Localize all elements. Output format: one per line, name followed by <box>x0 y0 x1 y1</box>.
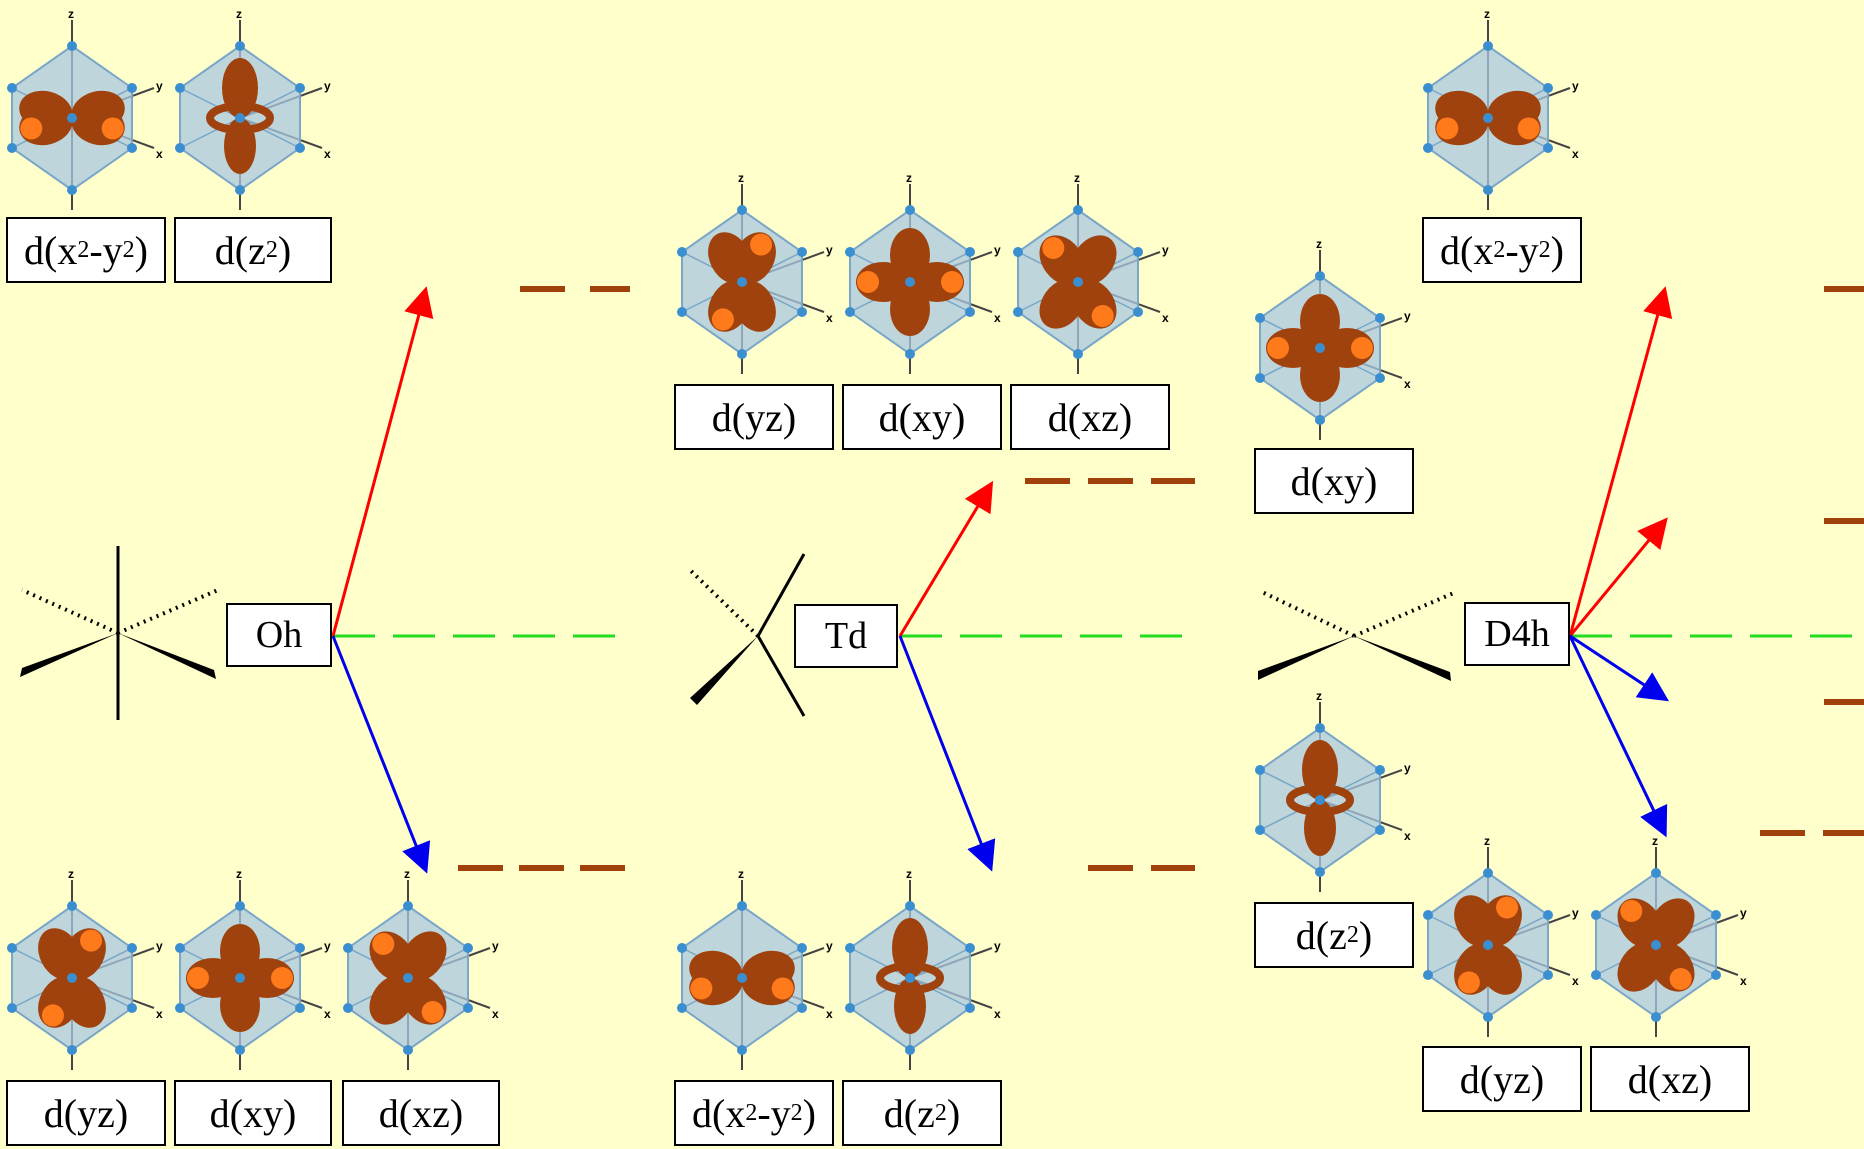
orbital-picture-dx2y2: z y x <box>1423 7 1579 210</box>
orbital-picture-dx2y2: z y x <box>7 7 163 210</box>
svg-text:z: z <box>1484 7 1490 21</box>
d4h-arrow-up-2 <box>1568 517 1668 637</box>
svg-text:z: z <box>68 7 74 21</box>
orbital-picture-dxy: z y x <box>845 171 1001 374</box>
orbital-label-dyz: d(yz) <box>6 1080 166 1146</box>
geometry-label-td: Td <box>794 604 898 668</box>
orbital-picture-dxz: z y x <box>343 867 499 1070</box>
svg-text:z: z <box>68 867 74 881</box>
orbital-label-dxy: d(xy) <box>174 1080 332 1146</box>
svg-text:x: x <box>492 1007 499 1021</box>
orbital-picture-dz2: z y x <box>1255 689 1411 892</box>
svg-text:z: z <box>738 867 744 881</box>
orbital-picture-dxz: z y x <box>1591 834 1747 1037</box>
orbital-picture-dxy: z y x <box>175 867 331 1070</box>
svg-text:z: z <box>236 867 242 881</box>
svg-text:x: x <box>994 1007 1001 1021</box>
svg-text:z: z <box>906 171 912 185</box>
oh-arrow-up <box>331 286 434 637</box>
svg-text:z: z <box>1074 171 1080 185</box>
d4h-arrow-down-2 <box>1568 635 1668 838</box>
orbital-picture-dxz: z y x <box>1013 171 1169 374</box>
d4h-arrow-up-1 <box>1568 286 1673 637</box>
svg-text:y: y <box>1404 761 1411 775</box>
svg-text:x: x <box>994 311 1001 325</box>
orbital-label-dxz: d(xz) <box>1010 384 1170 450</box>
svg-text:x: x <box>1572 147 1579 161</box>
oh-arrow-down <box>331 635 431 874</box>
orbital-picture-dyz: z y x <box>677 171 833 374</box>
svg-text:y: y <box>156 939 163 953</box>
svg-text:y: y <box>994 243 1001 257</box>
svg-text:x: x <box>1162 311 1169 325</box>
svg-text:x: x <box>1572 974 1579 988</box>
svg-text:x: x <box>324 147 331 161</box>
svg-text:z: z <box>738 171 744 185</box>
orbital-picture-dx2y2: z y x <box>677 867 833 1070</box>
geometry-label-d4h: D4h <box>1464 602 1570 666</box>
svg-text:z: z <box>404 867 410 881</box>
orbital-label-dyz: d(yz) <box>674 384 834 450</box>
orbital-label-dyz: d(yz) <box>1422 1046 1582 1112</box>
svg-text:z: z <box>1484 834 1490 848</box>
orbital-label-dxz: d(xz) <box>1590 1046 1750 1112</box>
svg-text:y: y <box>994 939 1001 953</box>
svg-text:y: y <box>324 939 331 953</box>
orbital-label-dxy: d(xy) <box>842 384 1002 450</box>
orbital-label-dxz: d(xz) <box>342 1080 500 1146</box>
svg-text:x: x <box>826 1007 833 1021</box>
octahedral-molecule <box>20 546 219 720</box>
geometry-label-oh: Oh <box>226 603 332 667</box>
orbital-picture-dz2: z y x <box>845 867 1001 1070</box>
orbital-picture-dz2: z y x <box>175 7 331 210</box>
svg-text:y: y <box>1404 309 1411 323</box>
svg-text:y: y <box>1162 243 1169 257</box>
svg-text:z: z <box>236 7 242 21</box>
svg-text:x: x <box>156 147 163 161</box>
svg-text:y: y <box>1572 79 1579 93</box>
orbital-picture-dyz: z y x <box>7 867 163 1070</box>
svg-text:y: y <box>826 939 833 953</box>
td-arrow-down <box>898 635 996 872</box>
td-arrow-up <box>898 480 994 637</box>
svg-text:y: y <box>324 79 331 93</box>
svg-text:x: x <box>1404 829 1411 843</box>
svg-text:x: x <box>1404 377 1411 391</box>
svg-text:z: z <box>906 867 912 881</box>
svg-text:x: x <box>826 311 833 325</box>
square-planar-molecule <box>1258 590 1457 681</box>
orbital-picture-dxy: z y x <box>1255 237 1411 440</box>
tetrahedral-molecule <box>688 553 806 717</box>
svg-text:y: y <box>826 243 833 257</box>
svg-text:z: z <box>1316 237 1322 251</box>
svg-text:x: x <box>1740 974 1747 988</box>
d4h-arrow-down-1 <box>1569 634 1670 702</box>
svg-text:z: z <box>1316 689 1322 703</box>
svg-text:y: y <box>492 939 499 953</box>
svg-text:z: z <box>1652 834 1658 848</box>
svg-text:x: x <box>156 1007 163 1021</box>
svg-text:x: x <box>324 1007 331 1021</box>
orbital-picture-dyz: z y x <box>1423 834 1579 1037</box>
svg-text:y: y <box>156 79 163 93</box>
svg-text:y: y <box>1572 906 1579 920</box>
svg-text:y: y <box>1740 906 1747 920</box>
orbital-label-dxy: d(xy) <box>1254 448 1414 514</box>
